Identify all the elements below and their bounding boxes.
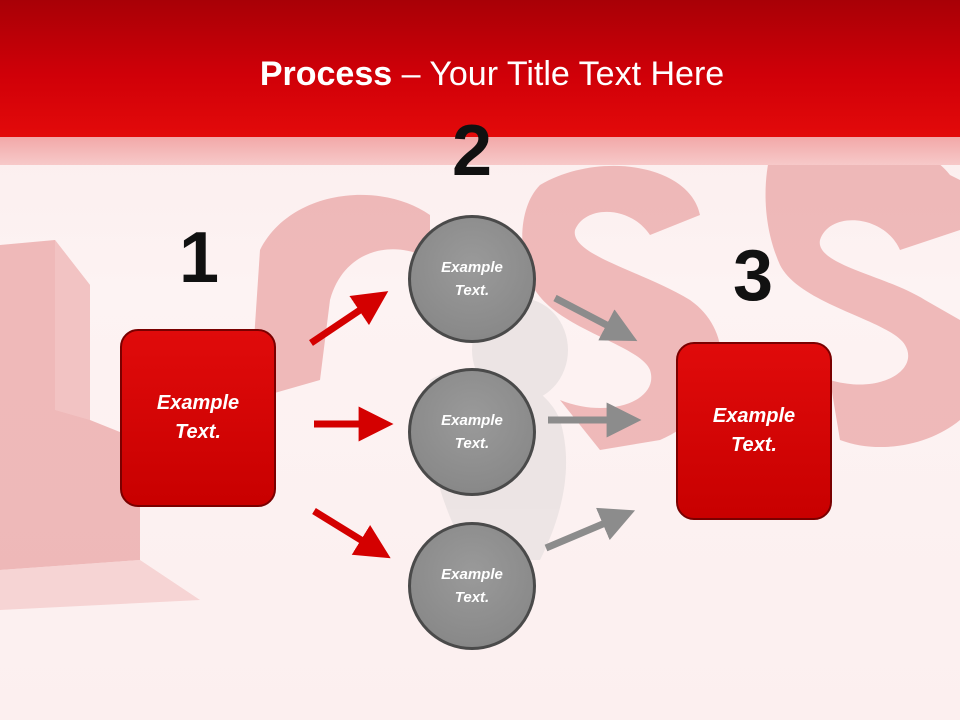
circle-middle-line1: Example	[441, 412, 503, 429]
step-number-2: 2	[451, 111, 493, 191]
circle-top-line1: Example	[441, 259, 503, 276]
circle-bottom: Example Text.	[408, 522, 536, 650]
circle-middle: Example Text.	[408, 368, 536, 496]
step-number-3: 3	[732, 236, 774, 316]
circle-bottom-line2: Text.	[454, 589, 490, 606]
circle-top: Example Text.	[408, 215, 536, 343]
header-band	[0, 137, 960, 165]
left-box-line2: Text.	[175, 421, 221, 443]
red-arrow-down	[312, 508, 391, 559]
circle-bottom-line1: Example	[441, 566, 503, 583]
left-box-line1: Example	[156, 392, 240, 414]
title-rest: – Your Title Text Here	[392, 55, 725, 93]
title-bold: Process	[259, 55, 393, 93]
step-number-1: 1	[178, 218, 220, 298]
circle-middle-line2: Text.	[454, 435, 490, 452]
red-arrow-up	[309, 291, 389, 346]
right-box-line1: Example	[712, 405, 796, 427]
right-text-box: Example Text.	[676, 342, 832, 520]
header-bar	[0, 0, 960, 137]
gray-arrow-up	[544, 507, 636, 552]
slide-title: Process – Your Title Text Here	[0, 52, 960, 96]
gray-arrow-down	[553, 294, 638, 342]
left-text-box: Example Text.	[120, 329, 276, 507]
right-box-line2: Text.	[731, 434, 777, 456]
circle-top-line2: Text.	[454, 282, 490, 299]
